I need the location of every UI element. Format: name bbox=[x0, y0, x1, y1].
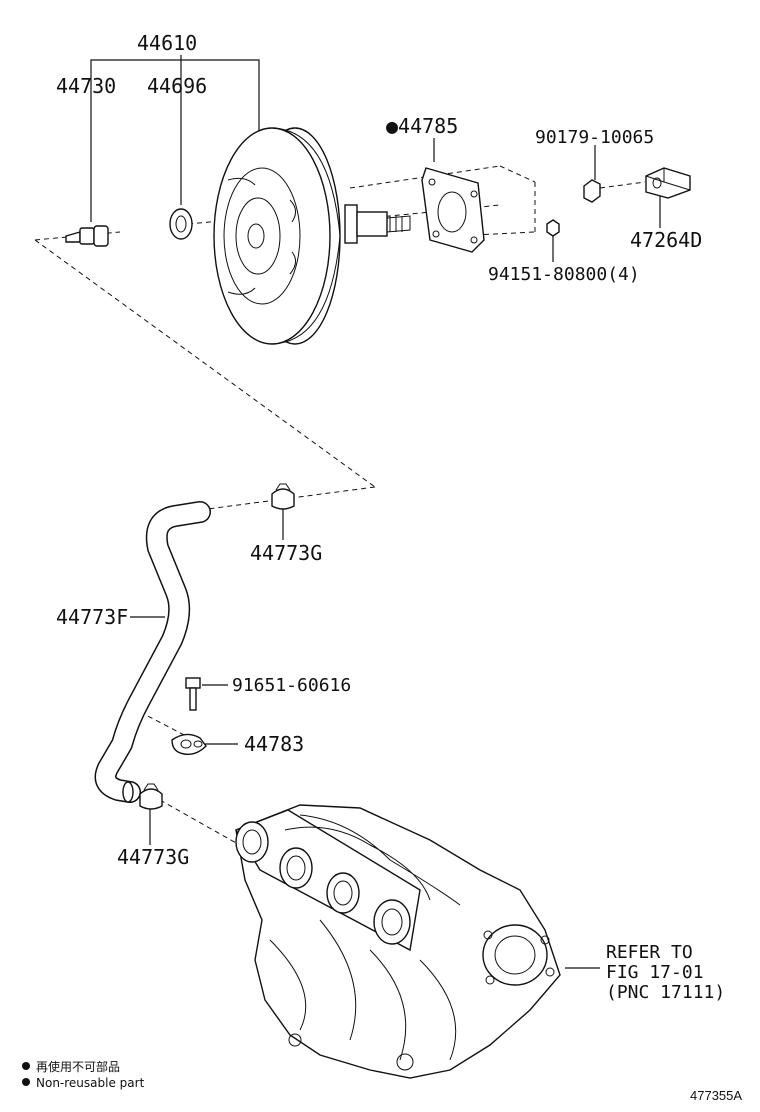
label-44783: 44783 bbox=[244, 732, 304, 756]
label-91651-60616: 91651-60616 bbox=[232, 675, 351, 696]
hose-clip-44773G-bottom bbox=[139, 783, 163, 810]
brake-booster-assembly bbox=[213, 127, 411, 345]
nut-94151 bbox=[546, 219, 560, 237]
label-90179-10065: 90179-10065 bbox=[535, 127, 654, 148]
label-44730: 44730 bbox=[56, 74, 116, 98]
refer-line-3: (PNC 17111) bbox=[606, 982, 725, 1003]
legend: 再使用不可部品 Non-reusable part bbox=[22, 1059, 145, 1090]
refer-line-2: FIG 17-01 bbox=[606, 962, 704, 983]
label-44610: 44610 bbox=[137, 31, 197, 55]
label-94151-80800: 94151-80800(4) bbox=[488, 264, 640, 285]
gasket-44785 bbox=[421, 167, 485, 253]
vacuum-hose-44773F bbox=[94, 501, 211, 803]
label-44696: 44696 bbox=[147, 74, 207, 98]
label-44773G-bottom: 44773G bbox=[117, 845, 189, 869]
clevis-47264D bbox=[645, 167, 691, 199]
intake-manifold bbox=[234, 804, 561, 1079]
hose-clip-44773G-top bbox=[271, 483, 295, 510]
legend-en: Non-reusable part bbox=[36, 1076, 145, 1090]
refer-note: REFER TO FIG 17-01 (PNC 17111) bbox=[606, 942, 725, 1003]
nut-90179 bbox=[583, 179, 601, 203]
legend-bullet-icon bbox=[22, 1078, 30, 1086]
label-47264D: 47264D bbox=[630, 228, 702, 252]
label-44773G-top: 44773G bbox=[250, 541, 322, 565]
bolt-91651 bbox=[185, 677, 201, 711]
legend-bullet-icon bbox=[22, 1062, 30, 1070]
figure-id: 477355A bbox=[690, 1088, 742, 1103]
grommet-44696 bbox=[169, 208, 193, 240]
refer-line-1: REFER TO bbox=[606, 942, 693, 963]
label-44773F: 44773F bbox=[56, 605, 128, 629]
part-labels: 44610 44730 44696 ●44785 90179-10065 472… bbox=[56, 31, 702, 869]
leader-lines bbox=[90, 55, 661, 969]
legend-jp: 再使用不可部品 bbox=[36, 1059, 120, 1074]
clamp-44783 bbox=[171, 733, 207, 756]
label-44785: ●44785 bbox=[386, 114, 458, 138]
check-valve-44730 bbox=[65, 225, 109, 247]
